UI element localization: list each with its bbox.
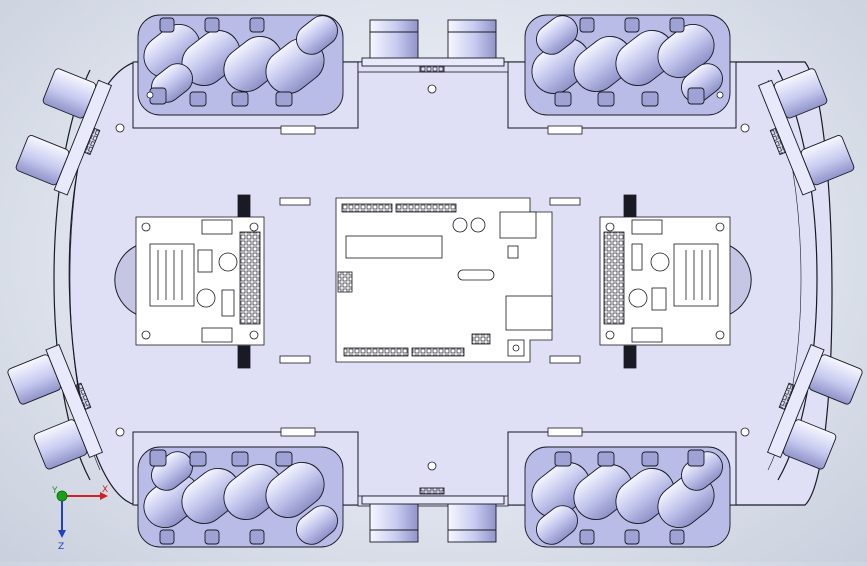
- triad-x-label: X: [102, 485, 108, 495]
- ultrasonic-sensor-right-front: [758, 68, 855, 196]
- motor-driver-right: [599, 194, 731, 369]
- cable-hole-right: [727, 244, 752, 316]
- ultrasonic-sensor-front: [361, 19, 505, 73]
- mecanum-wheel-front-left: [137, 14, 344, 116]
- mecanum-wheel-front-right: [524, 14, 731, 116]
- mecanum-wheel-rear-right: [524, 446, 731, 548]
- microcontroller-board: [335, 197, 553, 363]
- ultrasonic-sensor-left-front: [15, 68, 112, 196]
- ultrasonic-sensor-right-rear: [766, 344, 863, 470]
- orientation-triad: X Y Z: [51, 485, 108, 552]
- mount-slots: [279, 125, 583, 437]
- ultrasonic-sensor-rear: [361, 487, 505, 543]
- mecanum-wheel-rear-left: [137, 446, 344, 548]
- ultrasonic-sensor-left-rear: [7, 344, 104, 470]
- triad-z-label: Z: [58, 542, 64, 552]
- motor-driver-left: [135, 194, 265, 369]
- triad-y-label: Y: [51, 486, 58, 496]
- screws: [115, 84, 750, 471]
- cable-hole-left: [114, 244, 139, 316]
